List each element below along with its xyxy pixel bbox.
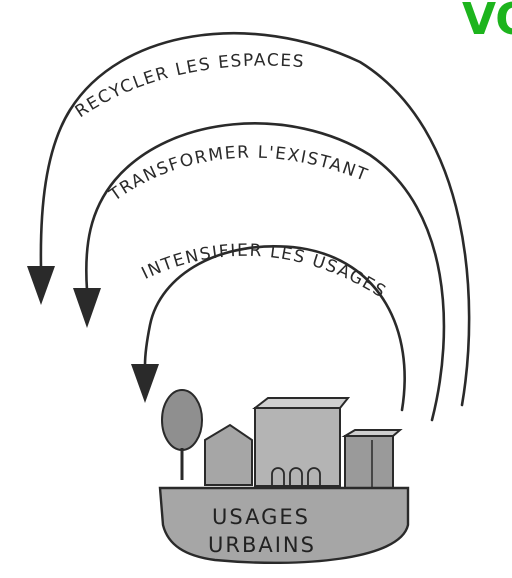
- house-left: [204, 423, 253, 486]
- building-center-roof: [252, 397, 351, 409]
- loop-intensify-arrowhead: [131, 364, 159, 403]
- loop-intensify: INTENSIFIER LES USAGES: [131, 241, 406, 412]
- tree-crown: [161, 389, 203, 451]
- building-center: [254, 407, 341, 487]
- loop-recycle-arrowhead: [27, 266, 55, 305]
- loop-recycle-label: RECYCLER LES ESPACES: [72, 50, 306, 122]
- base-label-line2: URBAINS: [208, 533, 316, 557]
- corner-title: VO: [462, 0, 512, 45]
- loop-transform-arrow: [85, 122, 446, 422]
- loop-transform-label: TRANSFORMER L'EXISTANT: [105, 142, 371, 206]
- loop-recycle-arrow: [39, 31, 471, 407]
- base-label-line1: USAGES: [212, 505, 310, 529]
- loop-intensify-arrow: [143, 245, 406, 412]
- building-right: [344, 435, 394, 489]
- loop-transform: TRANSFORMER L'EXISTANT: [73, 122, 446, 422]
- loop-intensify-label: INTENSIFIER LES USAGES: [139, 241, 390, 303]
- building-right-roof: [341, 429, 403, 437]
- city-illustration: USAGES URBAINS: [158, 389, 410, 564]
- loop-transform-arrowhead: [73, 288, 101, 328]
- base-bowl: [158, 486, 410, 564]
- building-arches: [271, 467, 321, 486]
